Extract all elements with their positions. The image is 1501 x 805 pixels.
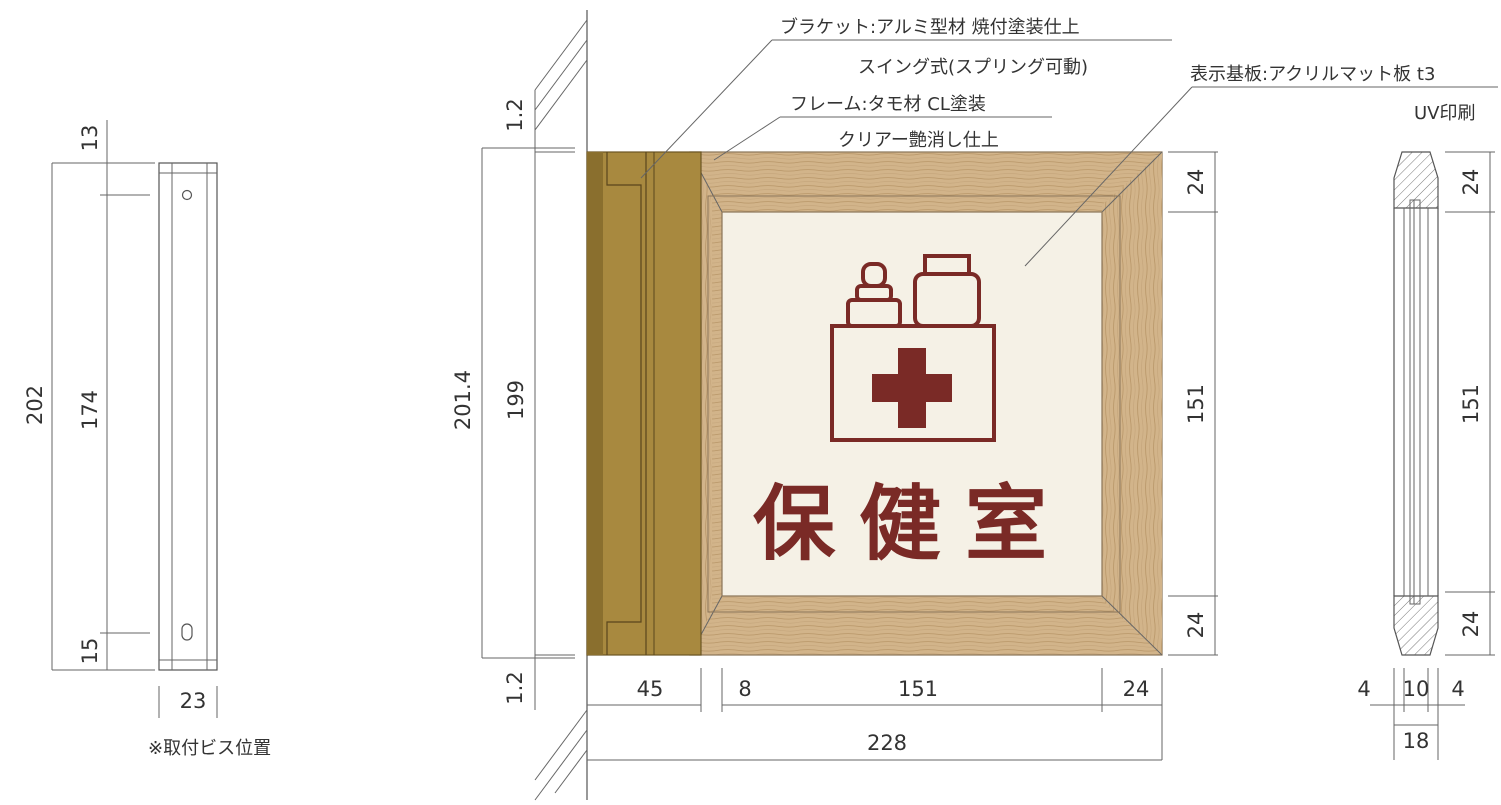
dim-overall-height: 201.4	[451, 370, 475, 430]
dim-side-bottom: 24	[1459, 611, 1483, 638]
dim-right-bottom: 24	[1184, 612, 1208, 639]
dim-side-left: 4	[1357, 677, 1370, 701]
callouts: ブラケット:アルミ型材 焼付塗装仕上 スイング式(スプリング可動) フレーム:タ…	[640, 16, 1498, 267]
dim-right-top: 24	[1184, 169, 1208, 196]
callout-panel-material: 表示基板:アクリルマット板 t3	[1190, 64, 1435, 85]
bracket-profile	[158, 162, 218, 671]
front-dimensions: 1.2 201.4 199 1.2 45 8 151 24 228	[451, 90, 1163, 761]
screw-hole-icon	[181, 189, 193, 201]
dim-bottom-15: 15	[78, 638, 102, 665]
callout-bracket-material: ブラケット:アルミ型材 焼付塗装仕上	[780, 16, 1080, 38]
cross-icon	[872, 348, 952, 428]
dim-side-center: 10	[1403, 677, 1430, 701]
dim-gap-bottom: 1.2	[503, 671, 527, 704]
dim-total-width: 228	[867, 731, 907, 755]
side-view: 24 151 24 4 10 4 18	[1357, 151, 1495, 760]
sign-label: 保健室	[753, 477, 1071, 572]
dim-inset: 8	[738, 677, 751, 701]
dim-top-13: 13	[78, 125, 102, 152]
screw-position-note: ※取付ビス位置	[148, 738, 271, 759]
dim-right-middle: 151	[1184, 384, 1208, 424]
frame-section-bottom	[1393, 595, 1439, 656]
wall	[534, 10, 588, 801]
callout-frame-finish: クリアー艶消し仕上	[838, 130, 999, 151]
dim-gap-top: 1.2	[503, 98, 527, 131]
aluminum-bracket	[586, 151, 702, 656]
dim-total-202: 202	[23, 385, 47, 425]
callout-panel-print: UV印刷	[1414, 103, 1476, 124]
dim-middle-174: 174	[78, 390, 102, 430]
slot-hole-icon	[181, 623, 193, 641]
dim-panel-width: 151	[898, 677, 938, 701]
dim-side-top: 24	[1459, 169, 1483, 196]
first-aid-kit-icon	[830, 254, 996, 442]
dim-side-right: 4	[1451, 677, 1464, 701]
front-right-dimensions: 24 151 24	[1168, 151, 1218, 656]
callout-frame-material: フレーム:タモ材 CL塗装	[790, 93, 986, 115]
callout-bracket-type: スイング式(スプリング可動)	[858, 57, 1088, 78]
dim-frame-height: 199	[504, 380, 528, 420]
left-view: 202 13 174 15 23 ※取付ビス位置	[23, 120, 271, 759]
front-view: 保健室	[586, 151, 1163, 656]
dim-width-23: 23	[180, 689, 207, 713]
dim-frame-right: 24	[1123, 677, 1150, 701]
dim-side-middle: 151	[1459, 384, 1483, 424]
dim-side-total: 18	[1403, 729, 1430, 753]
dim-bracket-width: 45	[637, 677, 664, 701]
